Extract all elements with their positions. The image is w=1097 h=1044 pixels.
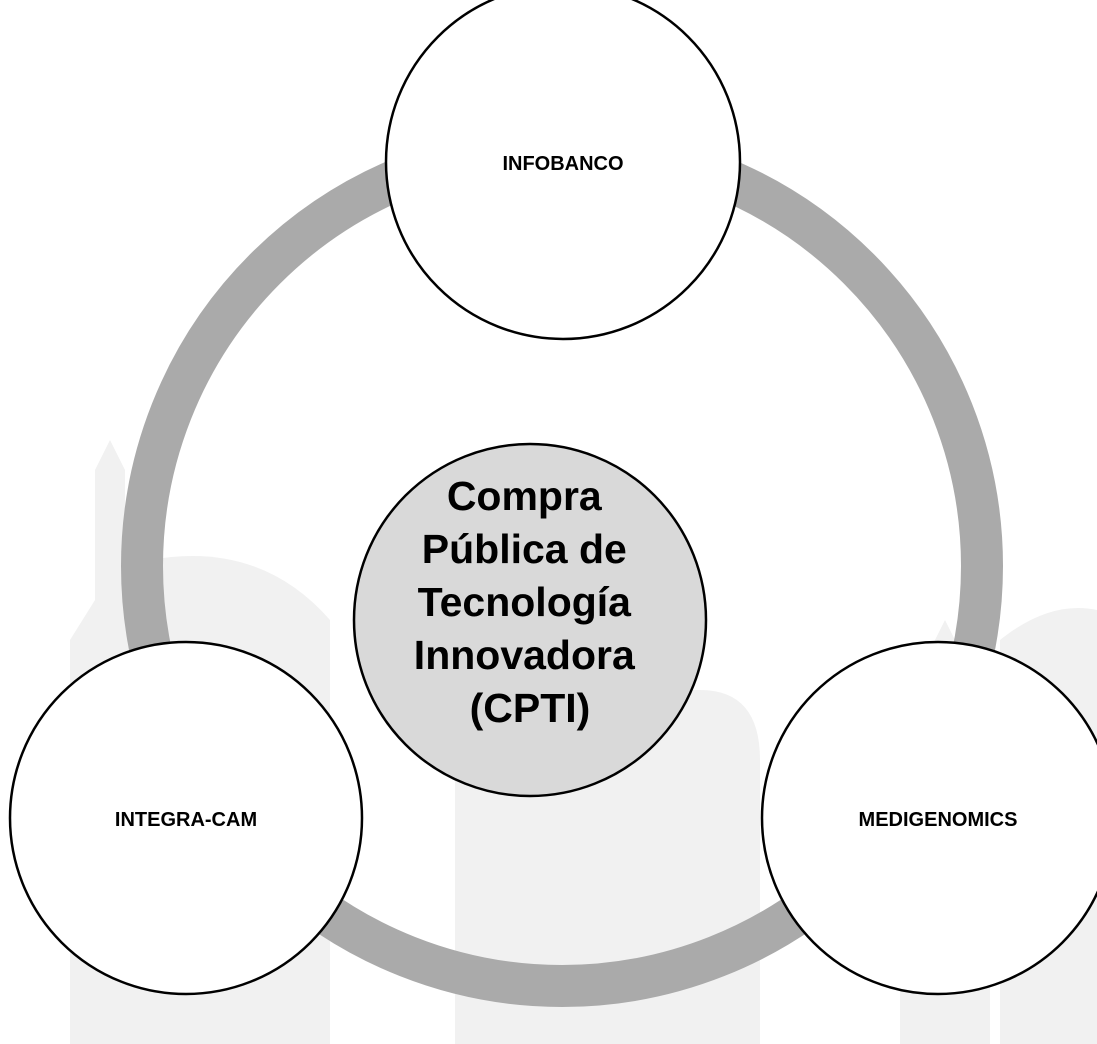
- center-label: Compra Pública de Tecnología Innovadora …: [414, 473, 646, 731]
- center-node: Compra Pública de Tecnología Innovadora …: [352, 442, 708, 798]
- center-label-line: Compra: [447, 473, 603, 519]
- node-circle: [8, 640, 364, 996]
- node-label: MEDIGENOMICS: [859, 809, 1018, 831]
- node-circle: [384, 0, 742, 341]
- node-label: INFOBANCO: [502, 153, 623, 175]
- node-medigenomics: MEDIGENOMICS: [760, 640, 1097, 996]
- node-integra-cam: INTEGRA-CAM: [8, 640, 364, 996]
- node-label: INTEGRA-CAM: [115, 809, 257, 831]
- center-label-line: Pública de: [422, 526, 627, 572]
- center-circle: [352, 442, 708, 798]
- node-circle: [760, 640, 1097, 996]
- center-label-line: (CPTI): [470, 685, 591, 731]
- center-label-line: Innovadora: [414, 632, 636, 678]
- center-label-line: Tecnología: [418, 579, 633, 625]
- node-infobanco: INFOBANCO: [384, 0, 742, 341]
